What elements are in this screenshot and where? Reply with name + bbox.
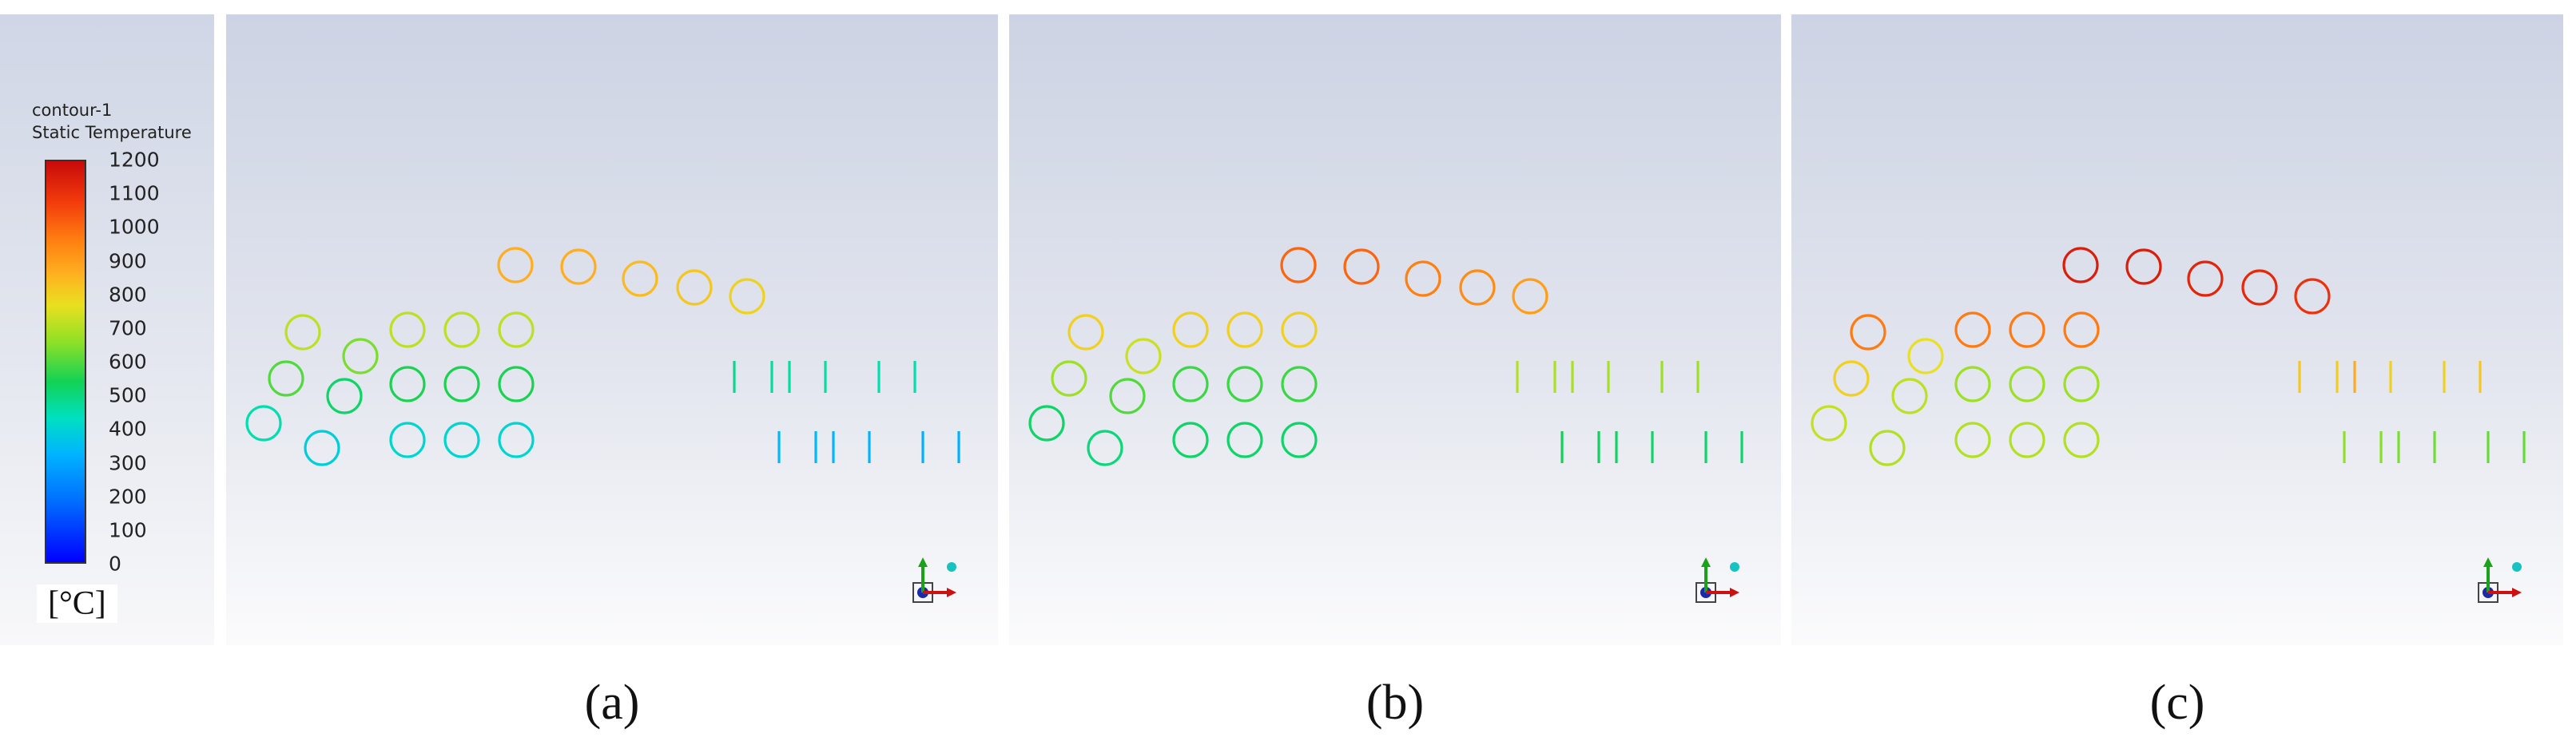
tube <box>443 422 480 458</box>
colorbar-tick: 1200 <box>109 148 160 172</box>
tube <box>2063 422 2100 458</box>
unit-label: [°C] <box>37 585 117 623</box>
tube <box>2063 366 2100 402</box>
colorbar-tick: 200 <box>109 485 147 509</box>
tube <box>2062 247 2099 283</box>
colorbar-tick: 400 <box>109 417 147 441</box>
legend-panel: contour-1 Static Temperature 1200 1100 100… <box>0 14 214 645</box>
tube <box>1811 405 1847 442</box>
tube <box>1281 422 1318 458</box>
tube <box>1833 360 1870 397</box>
tube <box>2063 311 2100 348</box>
tube <box>498 311 535 348</box>
tube <box>1954 311 1991 348</box>
tube <box>676 269 713 306</box>
tube <box>443 311 480 348</box>
colorbar-tick: 1000 <box>109 215 160 239</box>
panel-label-a: (a) <box>584 676 640 730</box>
contour-plot-b <box>1028 247 1743 603</box>
triad-x-arrow <box>947 588 956 597</box>
axis-triad-icon <box>912 557 956 603</box>
triad-x-arrow <box>2512 588 2522 597</box>
tube <box>1087 430 1123 466</box>
tube <box>2009 311 2045 348</box>
tube <box>497 247 534 283</box>
tube <box>2187 260 2224 297</box>
contour-plot-c <box>1811 247 2526 603</box>
tube <box>1281 311 1318 348</box>
tube <box>389 311 426 348</box>
tube <box>2009 422 2045 458</box>
tube <box>268 360 304 397</box>
tube <box>443 366 480 402</box>
tube <box>1954 422 1991 458</box>
tube <box>1226 366 1263 402</box>
axis-triad-icon <box>1695 557 1739 603</box>
triad-z-marker <box>2512 562 2522 572</box>
tube <box>245 405 282 442</box>
tube <box>1226 311 1263 348</box>
tube <box>1869 430 1906 466</box>
tube <box>342 338 379 375</box>
tube <box>1172 422 1209 458</box>
panel-label-b: (b) <box>1366 676 1425 730</box>
panel-label-c: (c) <box>2149 676 2205 730</box>
tube <box>1954 366 1991 402</box>
tube <box>729 278 765 315</box>
tube <box>304 430 340 466</box>
tube <box>1850 314 1886 351</box>
tube <box>1512 278 1548 315</box>
axis-triad-icon <box>2478 557 2522 603</box>
tube <box>2294 278 2331 315</box>
tube <box>1226 422 1263 458</box>
tube <box>1405 260 1441 297</box>
colorbar-tick: 1100 <box>109 181 160 205</box>
colorbar-tick: 300 <box>109 451 147 474</box>
tube <box>560 248 597 285</box>
triad-x-arrow <box>1730 588 1739 597</box>
colorbar-tick: 500 <box>109 383 147 407</box>
tube <box>1125 338 1162 375</box>
triad-z-marker <box>1730 562 1739 572</box>
tube <box>1459 269 1496 306</box>
colorbar-tick: 600 <box>109 350 147 374</box>
tube <box>1907 338 1944 375</box>
colorbar-tick: 700 <box>109 316 147 340</box>
tube <box>2241 269 2278 306</box>
contour-plot-a <box>245 247 960 603</box>
colorbar-tick: 0 <box>109 552 121 576</box>
colorbar-tick: 900 <box>109 249 147 272</box>
triad-z-marker <box>947 562 956 572</box>
legend-subtitle: Static Temperature <box>32 123 192 142</box>
tube <box>1891 378 1928 414</box>
tube <box>1051 360 1087 397</box>
tube <box>389 422 426 458</box>
tube <box>1109 378 1146 414</box>
colorbar-tick: 100 <box>109 518 147 542</box>
tube <box>498 366 535 402</box>
tube <box>622 260 658 297</box>
legend-title: contour-1 <box>32 101 113 120</box>
viewport-b <box>1009 14 1781 645</box>
tube <box>1172 366 1209 402</box>
tube <box>284 314 321 351</box>
tube <box>498 422 535 458</box>
viewport-a <box>226 14 998 645</box>
colorbar-tick: 800 <box>109 283 147 307</box>
triad-y-arrow <box>2483 557 2493 567</box>
colorbar <box>45 160 86 564</box>
tube <box>1172 311 1209 348</box>
tube <box>1280 247 1317 283</box>
triad-y-arrow <box>1701 557 1711 567</box>
tube <box>1281 366 1318 402</box>
tube <box>1343 248 1380 285</box>
tube <box>2125 248 2162 285</box>
tube <box>2009 366 2045 402</box>
triad-y-arrow <box>918 557 928 567</box>
viewport-c <box>1791 14 2563 645</box>
tube <box>389 366 426 402</box>
tube <box>1028 405 1065 442</box>
tube <box>326 378 363 414</box>
tube <box>1067 314 1104 351</box>
